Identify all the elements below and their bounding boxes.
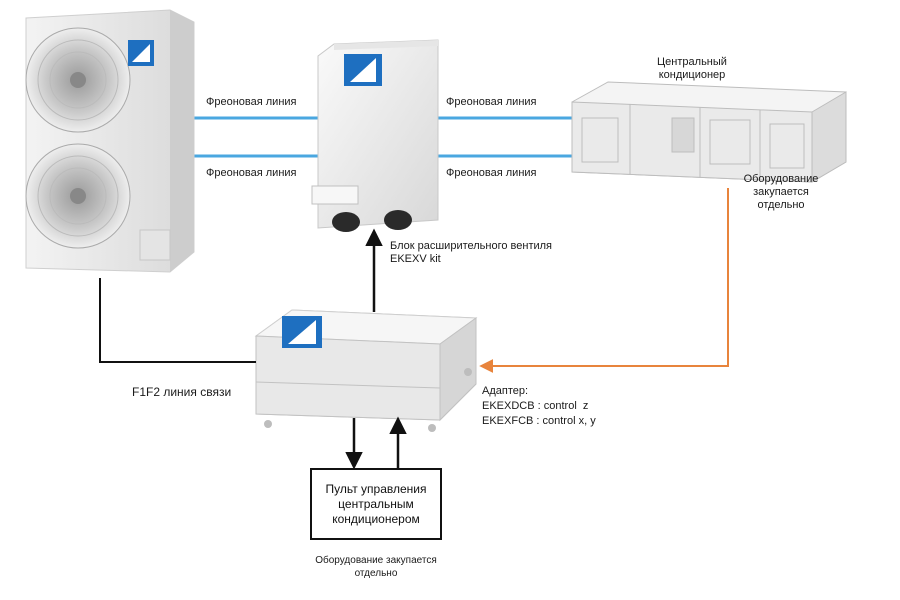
f1f2-label: F1F2 линия связи <box>132 385 232 399</box>
central-ac-label: Центральный кондиционер <box>644 56 740 82</box>
ahu-to-adapter-orange-line <box>479 188 729 373</box>
freon-line-label: Фреоновая линия <box>446 96 537 108</box>
purchased-separately-line: Оборудование закупается <box>315 555 437 566</box>
controller-box: Пульт управления центральным кондиционер… <box>310 468 442 540</box>
valve-kit-label: Блок расширительного вентиля EKEXV kit <box>390 240 552 266</box>
adapter-title: Адаптер: <box>482 385 529 397</box>
freon-line-label: Фреоновая линия <box>206 167 297 179</box>
valve-kit-label-line: EKEXV kit <box>390 253 441 265</box>
controller-label-line: кондиционером <box>332 511 420 526</box>
purchased-separately-line: отдельно <box>757 199 805 211</box>
controller-label-line: центральным <box>338 496 414 511</box>
valve-kit-label-line: Блок расширительного вентиля <box>390 240 553 252</box>
f1f2-line <box>99 278 256 363</box>
adapter-label: Адаптер: EKEXDCB : control z EKEXFCB : c… <box>482 384 596 429</box>
purchased-separately-line: отдельно <box>354 568 398 579</box>
purchased-separately-right-label: Оборудование закупается отдельно <box>726 173 836 212</box>
freon-line-label: Фреоновая линия <box>206 96 297 108</box>
central-ac-label-line: кондиционер <box>658 69 726 81</box>
air-handling-unit-icon <box>571 81 847 183</box>
freon-lines <box>190 116 572 158</box>
central-ac-label-line: Центральный <box>657 56 727 68</box>
purchased-separately-line: закупается <box>753 186 809 198</box>
outdoor-unit-icon <box>25 9 195 273</box>
purchased-separately-line: Оборудование <box>743 173 819 185</box>
adapter-z: EKEXDCB : control z <box>482 400 589 412</box>
adapter-xy: EKEXFCB : control x, y <box>482 415 596 427</box>
purchased-separately-bottom-label: Оборудование закупается отдельно <box>290 554 462 580</box>
expansion-valve-unit-icon <box>311 39 439 232</box>
controller-label-line: Пульт управления <box>325 481 427 496</box>
adapter-box-icon <box>254 309 478 432</box>
freon-line-label: Фреоновая линия <box>446 167 537 179</box>
